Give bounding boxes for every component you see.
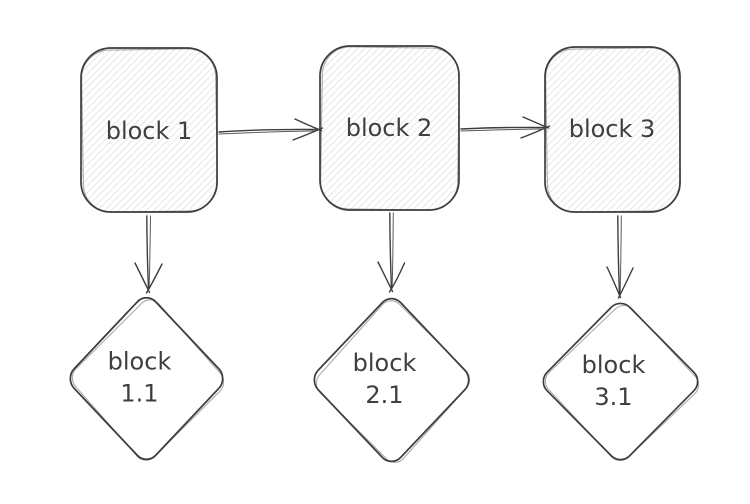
- block-2-sketch-stroke: [320, 46, 460, 211]
- block-3-shape: [544, 46, 681, 213]
- arrow-shaft-echo: [619, 215, 622, 294]
- arrow-shaft: [218, 128, 317, 133]
- arrow-shaft-echo: [218, 130, 315, 135]
- arrow-head: [145, 263, 163, 294]
- block-1-1-shape: [69, 296, 224, 461]
- block-2-1-sketch-stroke: [315, 300, 471, 463]
- block-1-sketch-stroke: [81, 48, 218, 213]
- arrow-shaft-echo: [148, 215, 151, 288]
- arrow-block-1-to-block-2: [218, 118, 324, 141]
- arrow-shaft-echo: [391, 212, 394, 288]
- node-block-3-1: block 3.1: [542, 302, 700, 462]
- arrow-head: [617, 267, 634, 299]
- block-2-label: block 2: [346, 114, 433, 142]
- block-1-1-sketch-stroke: [71, 299, 225, 461]
- arrow-head: [292, 127, 324, 141]
- node-block-3: block 3: [544, 46, 681, 213]
- arrow-shaft: [389, 212, 393, 290]
- arrow-shaft: [460, 126, 545, 130]
- block-3-1-label-line-1: block: [582, 351, 646, 379]
- node-block-1: block 1: [80, 47, 218, 213]
- arrow-block-2-to-block-2-1: [377, 212, 406, 293]
- arrow-shaft-echo: [460, 128, 542, 132]
- arrow-head: [388, 262, 406, 293]
- block-1-1-label-line-2: 1.1: [120, 380, 158, 408]
- arrow-block-2-to-block-3: [460, 116, 551, 139]
- block-1-shape: [80, 47, 218, 213]
- arrow-block-3-to-block-3-1: [606, 215, 634, 299]
- arrow-shaft: [617, 215, 621, 296]
- block-2-1-label-line-1: block: [353, 349, 417, 377]
- arrow-block-1-to-block-1-1: [134, 215, 163, 294]
- block-3-sketch-stroke: [545, 47, 681, 213]
- block-3-label: block 3: [569, 115, 656, 143]
- block-2-1-label-line-2: 2.1: [365, 381, 403, 409]
- block-3-1-shape: [542, 302, 699, 461]
- block-2-shape: [319, 45, 460, 211]
- node-block-2-1: block 2.1: [313, 297, 471, 463]
- block-3-1-sketch-stroke: [544, 304, 700, 462]
- arrow-shaft: [146, 215, 150, 290]
- block-1-label: block 1: [106, 117, 193, 145]
- block-2-1-shape: [313, 297, 470, 463]
- arrow-head: [520, 125, 551, 139]
- node-block-2: block 2: [319, 45, 460, 211]
- block-3-1-label-line-2: 3.1: [594, 383, 632, 411]
- node-block-1-1: block 1.1: [69, 296, 225, 461]
- block-1-1-label-line-1: block: [108, 348, 172, 376]
